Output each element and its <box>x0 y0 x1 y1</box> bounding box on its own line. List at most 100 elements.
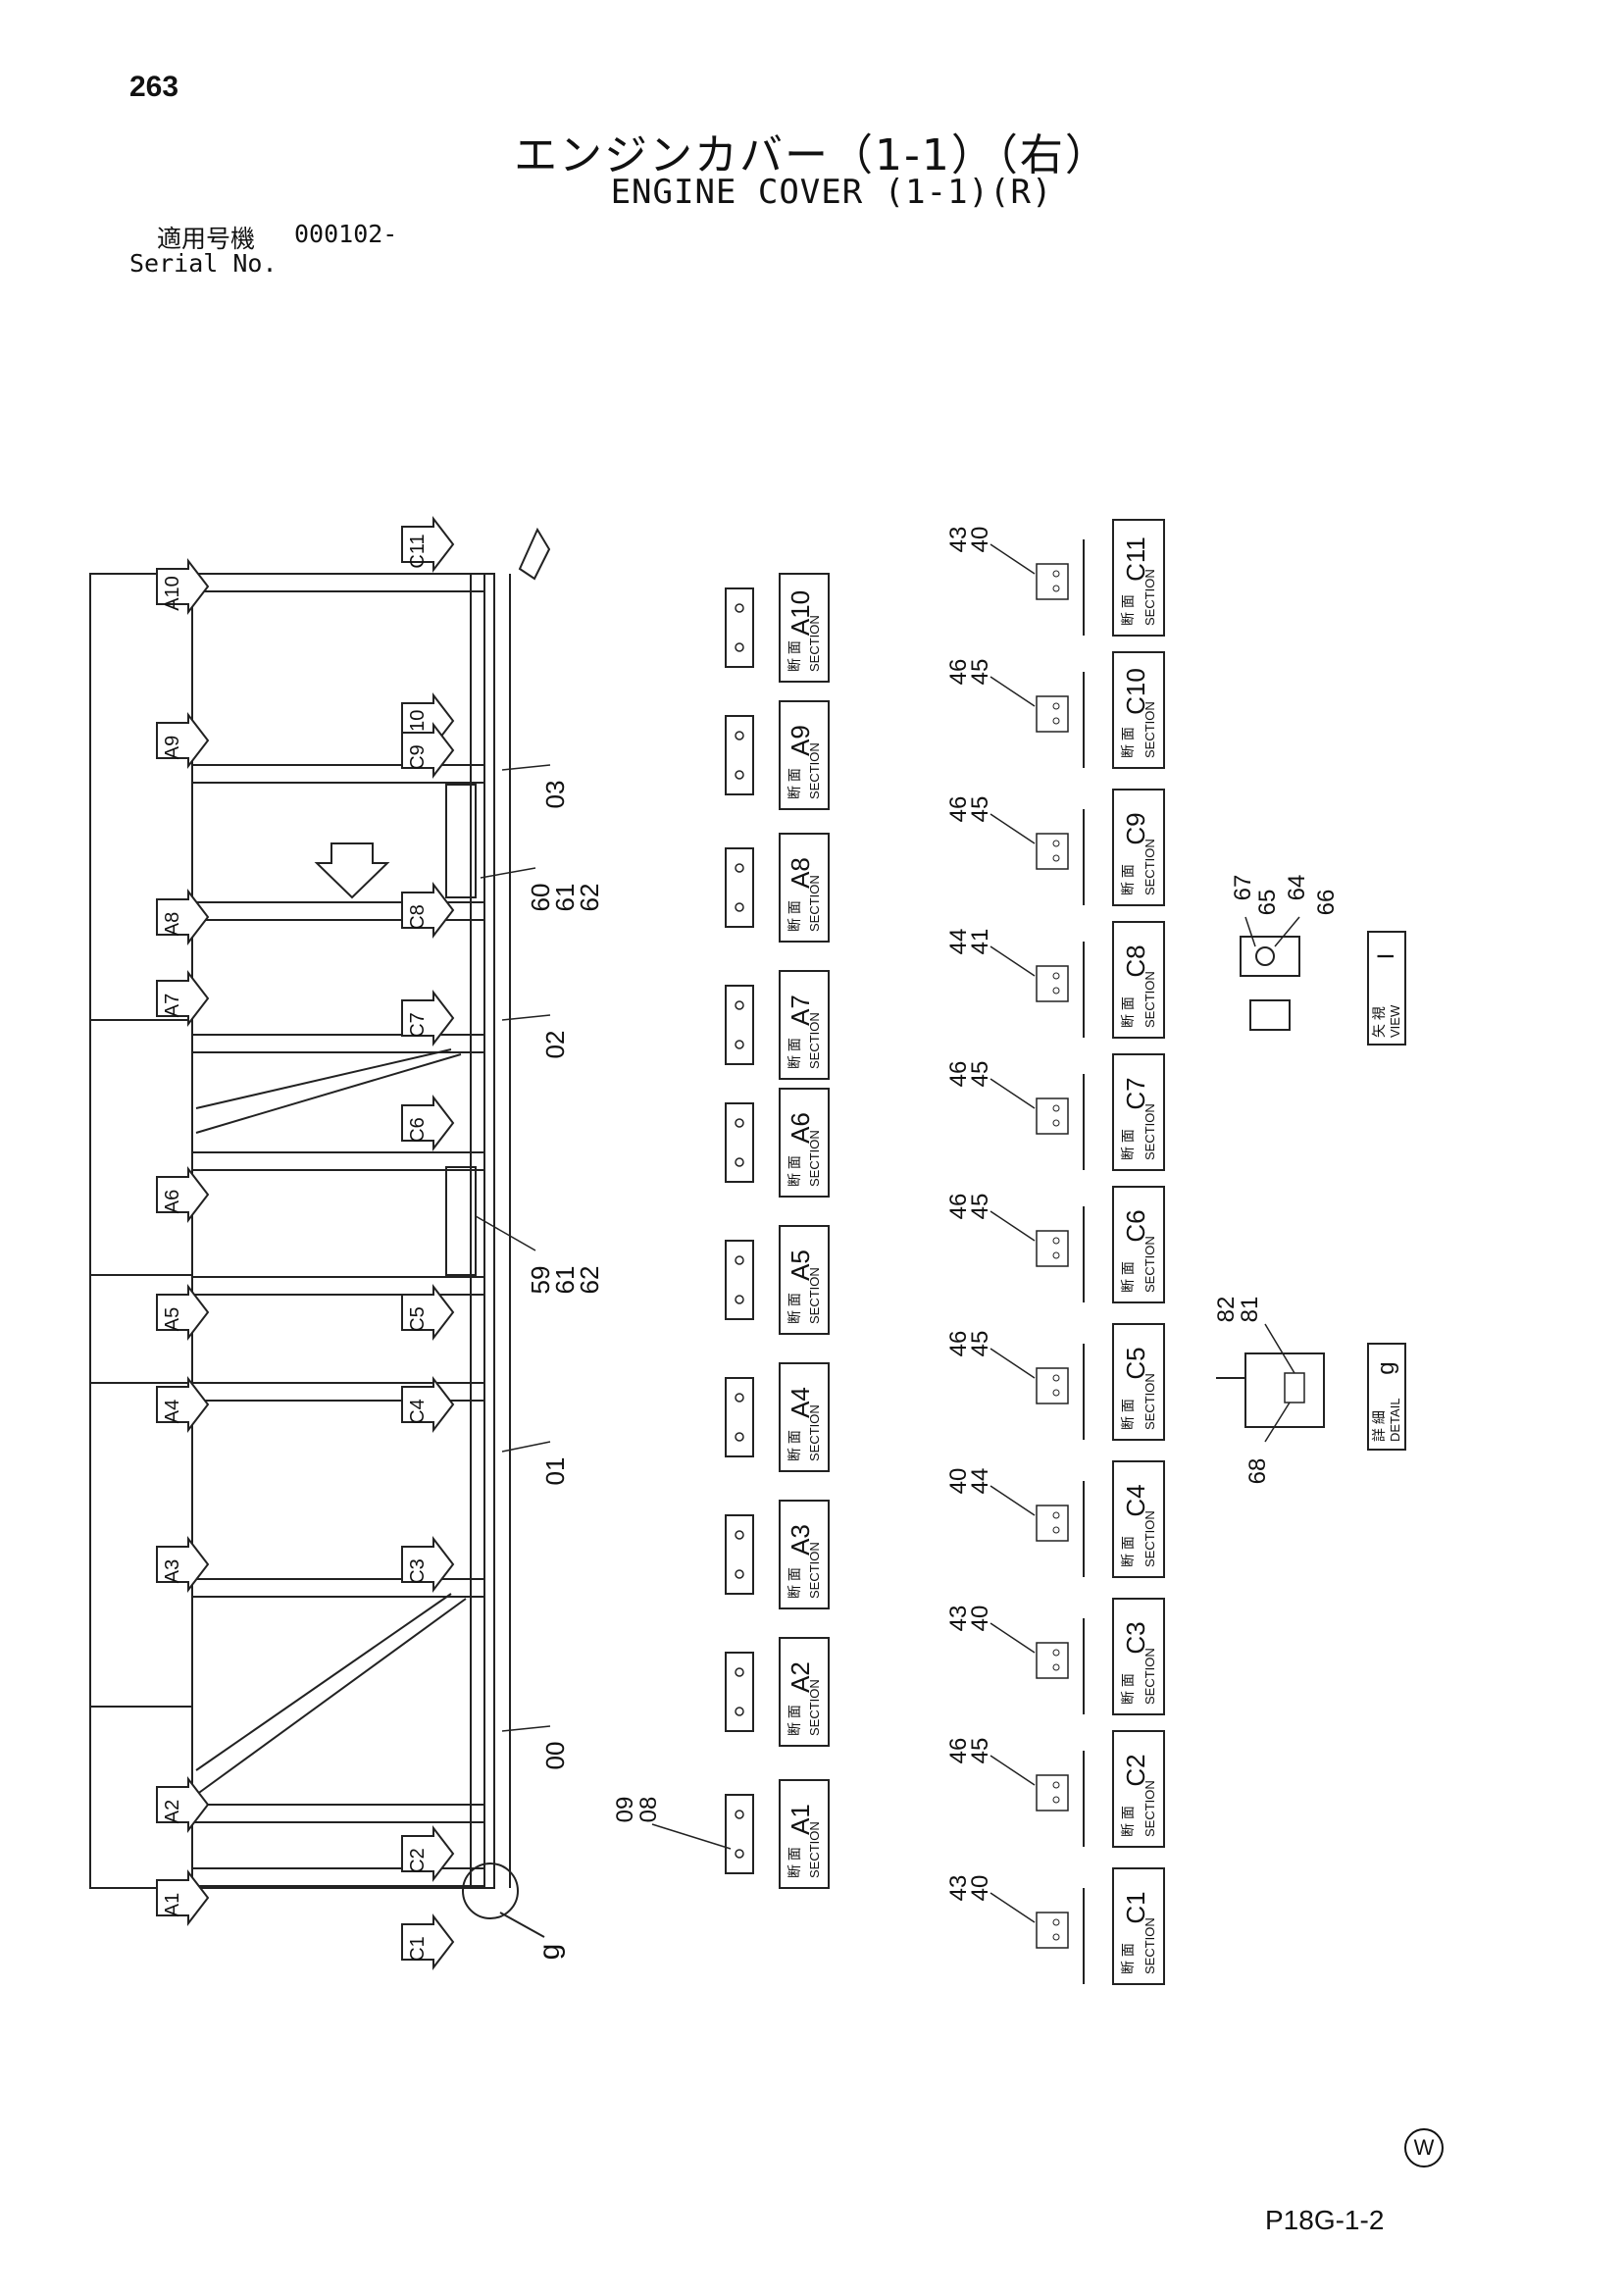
section-label-jp: 断 面 <box>787 1847 802 1878</box>
bolt-hole <box>735 731 744 740</box>
marker-arrow <box>401 1536 455 1593</box>
part-number: 44 <box>967 1468 993 1495</box>
section-id: A5 <box>786 1250 815 1281</box>
section-box <box>1112 789 1165 906</box>
bracket <box>1036 1642 1069 1679</box>
section-id: A6 <box>786 1112 815 1144</box>
marker-c7: C7 <box>401 990 455 1046</box>
part-number: 46 <box>945 1194 972 1220</box>
marker-label: C1 <box>407 1936 429 1962</box>
section-sketch <box>1036 942 1085 1038</box>
section-box <box>779 970 830 1080</box>
marker-label: C9 <box>407 744 429 770</box>
section-id: A1 <box>786 1804 815 1835</box>
section-box <box>779 1362 830 1472</box>
section-label-en: SECTION <box>1142 1917 1157 1974</box>
callout-61: 61 <box>550 1266 580 1295</box>
section-sketch <box>725 715 754 795</box>
section-label-jp: 断 面 <box>1120 996 1136 1028</box>
bolt <box>1052 854 1060 862</box>
section-box <box>1112 651 1165 769</box>
section-sketch <box>725 985 754 1065</box>
callout-62: 62 <box>575 1266 604 1295</box>
marker-arrow <box>401 1825 455 1882</box>
bolt-hole <box>735 1810 744 1819</box>
profile <box>725 587 754 668</box>
section-sketch <box>1036 539 1085 636</box>
part-number: 44 <box>945 929 972 955</box>
callout-number: 62 <box>575 884 604 912</box>
detail-label-en: DETAIL <box>1388 1398 1402 1442</box>
profile <box>725 1377 754 1457</box>
callout-number: 61 <box>550 1266 580 1295</box>
leader-line <box>990 945 1036 977</box>
section-sketch <box>725 1377 754 1457</box>
section-label-jp: 断 面 <box>1120 1673 1136 1705</box>
bolt <box>1052 1237 1060 1245</box>
section-id: C1 <box>1121 1891 1150 1923</box>
marker-arrow <box>156 712 210 769</box>
marker-c11: C11 <box>401 516 455 573</box>
section-label-en: SECTION <box>807 1679 822 1736</box>
marker-label: C3 <box>407 1558 429 1584</box>
part-number: 45 <box>967 1061 993 1088</box>
section-box <box>779 1637 830 1747</box>
marker-c1: C1 <box>401 1913 455 1970</box>
section-box <box>1112 1460 1165 1578</box>
callout-00: 00 <box>501 1725 570 1769</box>
section-sketch <box>725 587 754 668</box>
section-id: A3 <box>786 1524 815 1556</box>
section-box <box>779 573 830 683</box>
marker-label: A4 <box>162 1400 183 1423</box>
section-box <box>1112 1730 1165 1848</box>
bolt-hole <box>735 1393 744 1403</box>
section-sketch <box>725 1240 754 1320</box>
view-sketch-lower <box>1249 999 1291 1031</box>
section-label-jp: 断 面 <box>787 640 802 672</box>
marker-a7: A7 <box>156 970 210 1027</box>
callout-61: 61 <box>550 884 580 912</box>
callout-number: 60 <box>526 884 555 912</box>
part-number: 40 <box>967 1606 993 1632</box>
part-number: 82 <box>1213 1297 1240 1323</box>
marker-arrow <box>401 882 455 939</box>
part-number: 67 <box>1230 875 1256 901</box>
part-number: 46 <box>945 1061 972 1088</box>
section-box <box>1112 1598 1165 1715</box>
part-number: 45 <box>967 796 993 823</box>
bolt-hole <box>735 1040 744 1049</box>
section-label-en: SECTION <box>807 615 822 672</box>
section-box <box>779 700 830 810</box>
leader-line <box>1264 1402 1291 1443</box>
section-label-en: SECTION <box>1142 1510 1157 1567</box>
section-sketch <box>1036 1074 1085 1170</box>
serial-label-jp: 適用号機 <box>157 225 256 253</box>
bracket <box>1036 1912 1069 1949</box>
marker-arrow <box>156 1776 210 1833</box>
detail-label-jp: 詳 細 <box>1371 1410 1387 1442</box>
detail-box <box>1367 1343 1406 1451</box>
bolt-hole <box>735 1295 744 1304</box>
section-id: C3 <box>1121 1621 1150 1654</box>
detail-ref-g: g <box>533 1944 566 1961</box>
serial-value: 000102- <box>294 220 398 248</box>
part-number: 09 <box>612 1797 638 1823</box>
marker-label: A9 <box>162 736 183 759</box>
section-label-en: SECTION <box>807 1404 822 1461</box>
profile <box>725 847 754 928</box>
section-sketch <box>725 1514 754 1595</box>
marker-a2: A2 <box>156 1776 210 1833</box>
marker-label: A1 <box>162 1893 183 1916</box>
bolt <box>1052 1796 1060 1804</box>
marker-c9: C9 <box>401 722 455 779</box>
callout-03: 03 <box>501 764 570 808</box>
bracket <box>1036 1774 1069 1811</box>
part-number: 43 <box>945 1606 972 1632</box>
marker-label: A3 <box>162 1559 183 1583</box>
